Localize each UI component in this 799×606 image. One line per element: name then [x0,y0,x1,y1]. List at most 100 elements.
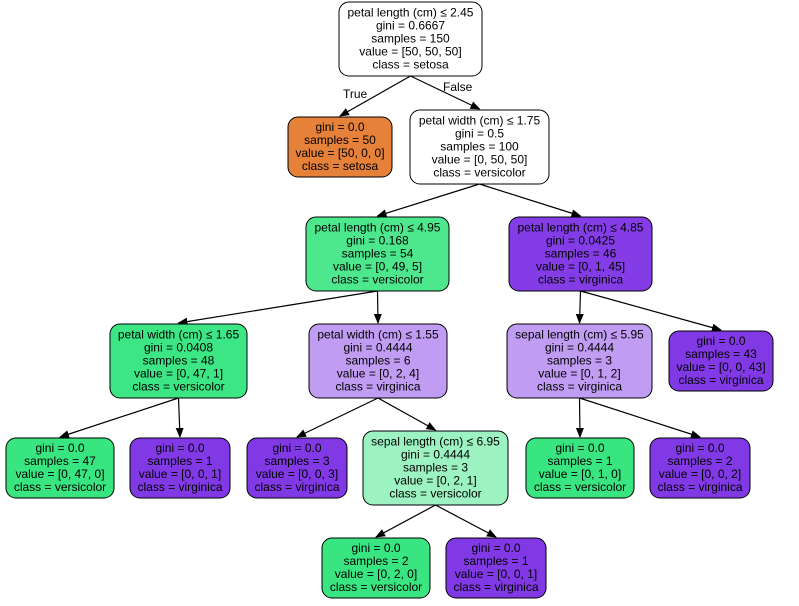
tree-node-line: gini = 0.6667 [376,19,445,33]
tree-node-line: petal length (cm) ≤ 4.85 [518,221,644,235]
tree-edge-n7-n14 [579,397,701,439]
tree-node-box [649,437,751,499]
tree-node-box [308,323,448,399]
tree-node-box [668,330,774,392]
tree-node-line: samples = 48 [143,354,215,368]
tree-node-line: gini = 0.0 [471,541,520,555]
tree-node-line: value = [0, 1, 45] [536,260,625,274]
tree-node-line: samples = 100 [440,140,519,154]
tree-node-line: value = [0, 2, 1] [394,474,476,488]
tree-node-line: samples = 1 [147,454,212,468]
tree-node-line: class = virginica [137,480,222,494]
tree-node-box [305,216,450,292]
tree-node-line: gini = 0.0425 [546,234,615,248]
tree-node-line: gini = 0.0408 [144,341,213,355]
tree-node-box [508,216,653,292]
tree-node-line: class = versicolor [389,487,481,501]
tree-node-line: value = [50, 0, 0] [295,146,384,160]
tree-node-line: gini = 0.5 [455,127,504,141]
tree-node-line: class = virginica [537,380,622,394]
tree-node-line: class = virginica [335,380,420,394]
tree-node-box [445,537,547,599]
tree-node-line: gini = 0.0 [272,441,321,455]
tree-node-line: class = setosa [302,159,379,173]
tree-node-line: value = [0, 2, 0] [335,567,417,581]
tree-node-box [525,437,635,499]
tree-node-line: samples = 6 [345,354,410,368]
tree-node-line: value = [0, 0, 2] [659,467,741,481]
tree-edge-n6-n11 [296,397,379,438]
tree-node-line: samples = 47 [24,454,96,468]
tree-node-line: value = [0, 49, 5] [333,260,422,274]
tree-node-line: samples = 1 [547,454,612,468]
tree-node-line: samples = 3 [403,461,468,475]
tree-node-line: samples = 2 [343,554,408,568]
tree-node-line: petal width (cm) ≤ 1.55 [317,328,439,342]
tree-node-line: samples = 46 [545,247,617,261]
tree-node-box [362,430,509,506]
tree-edge-n7-n13 [575,397,584,438]
tree-edge-n3-n6 [373,290,382,324]
tree-node-line: gini = 0.0 [155,441,204,455]
tree-node-line: class = versicolor [433,166,525,180]
tree-node-line: value = [0, 1, 0] [539,467,621,481]
tree-node-line: gini = 0.0 [351,541,400,555]
tree-node-line: value = [0, 0, 1] [455,567,537,581]
tree-node-line: class = setosa [372,58,449,72]
tree-node-line: value = [0, 1, 2] [538,367,620,381]
tree-node-box [321,537,431,599]
tree-node-line: value = [0, 47, 1] [134,367,223,381]
tree-node-line: value = [50, 50, 50] [359,45,461,59]
tree-node-box [506,323,653,399]
tree-node-line: petal width (cm) ≤ 1.75 [419,114,541,128]
tree-edge-n2-n4 [479,183,582,218]
tree-edge-n2-n3 [376,183,480,218]
tree-node-line: class = virginica [678,373,763,387]
tree-edge-n4-n7 [575,290,584,324]
tree-edge-n12-n15 [375,504,436,538]
tree-node-line: sepal length (cm) ≤ 6.95 [371,435,500,449]
edge-label-false: False [443,80,473,94]
tree-node-line: gini = 0.4444 [401,448,470,462]
tree-node-line: class = versicolor [132,380,224,394]
tree-node-box [409,109,550,185]
tree-node-line: gini = 0.0 [315,120,364,134]
tree-node-line: class = versicolor [331,273,423,287]
tree-node-line: samples = 2 [667,454,732,468]
tree-node-line: gini = 0.4444 [343,341,412,355]
tree-edge-n0-n2 [410,75,481,110]
tree-node-line: sepal length (cm) ≤ 5.95 [515,328,644,342]
tree-edge-n5-n9 [59,397,179,438]
tree-node-line: value = [0, 47, 0] [15,467,104,481]
tree-node-box [129,437,231,499]
tree-edge-n12-n16 [435,504,497,538]
tree-edge-n4-n8 [580,290,722,332]
tree-node-line: class = virginica [453,580,538,594]
tree-node-line: class = virginica [657,480,742,494]
tree-node-line: class = virginica [254,480,339,494]
tree-edge-n0-n1 [339,75,411,117]
tree-node-line: class = virginica [538,273,623,287]
tree-node-line: gini = 0.4444 [545,341,614,355]
tree-node-line: value = [0, 0, 1] [139,467,221,481]
tree-edge-n3-n5 [177,290,378,326]
tree-node-line: gini = 0.0 [555,441,604,455]
tree-node-line: class = versicolor [14,480,106,494]
edge-label-true: True [343,87,368,101]
tree-node-line: samples = 3 [547,354,612,368]
tree-node-line: samples = 50 [304,133,376,147]
tree-node-line: value = [0, 2, 4] [337,367,419,381]
tree-node-box [109,323,248,399]
